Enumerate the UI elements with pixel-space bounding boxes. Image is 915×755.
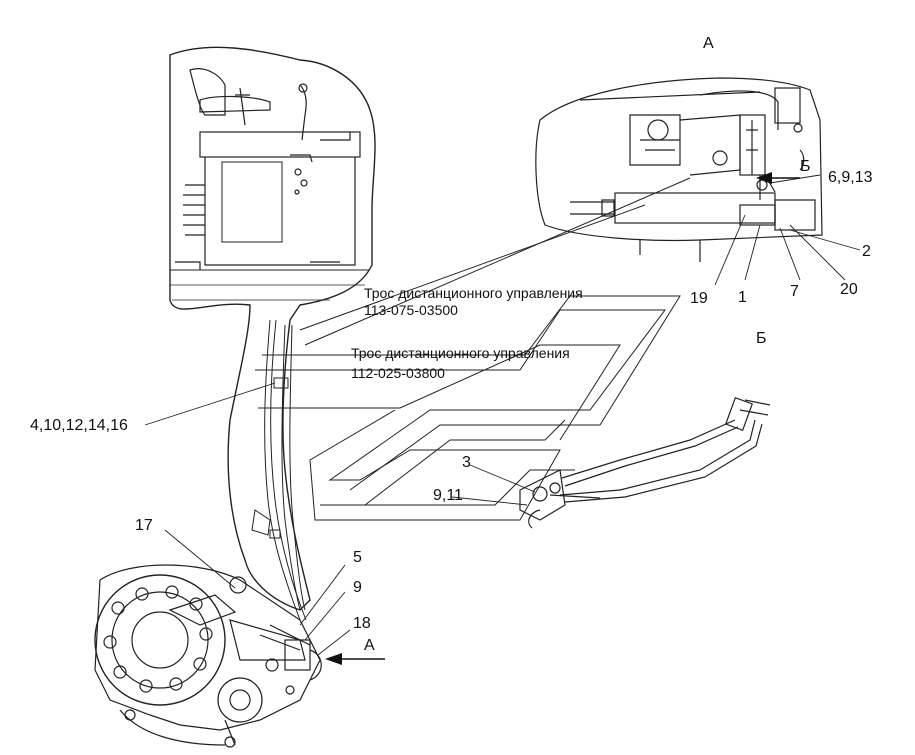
view-a-detail — [535, 77, 823, 262]
cable1-title: Трос дистанционного управления — [364, 285, 583, 301]
arrow-b-label: Б — [800, 158, 811, 175]
callout-19: 19 — [690, 290, 708, 307]
arrow-a-label: А — [364, 637, 375, 654]
rear-axle — [94, 564, 322, 748]
view-a-arrow — [325, 653, 385, 665]
view-b-arrow — [756, 172, 800, 184]
callout-2: 2 — [862, 243, 871, 260]
callout-4-10-12-14-16: 4,10,12,14,16 — [30, 417, 128, 434]
cable2-title: Трос дистанционного управления — [351, 345, 570, 361]
callout-1: 1 — [738, 289, 747, 306]
leader-lines — [144, 174, 861, 656]
control-cables — [251, 319, 307, 621]
callout-5: 5 — [353, 549, 362, 566]
view-b-title: Б — [756, 330, 767, 347]
view-b-detail — [519, 396, 771, 529]
callout-7: 7 — [790, 283, 799, 300]
cab-outline — [169, 46, 376, 611]
callout-9: 9 — [353, 579, 362, 596]
callout-6-9-13: 6,9,13 — [828, 169, 873, 186]
callout-17: 17 — [135, 517, 153, 534]
callout-20: 20 — [840, 281, 858, 298]
callout-3: 3 — [462, 454, 471, 471]
callout-18: 18 — [353, 615, 371, 632]
routing-bands — [255, 177, 691, 521]
cable2-code: 112-025-03800 — [351, 365, 445, 381]
view-a-title: А — [703, 35, 714, 52]
callout-9-11: 9,11 — [433, 487, 463, 504]
cable1-code: 113-075-03500 — [364, 302, 458, 318]
